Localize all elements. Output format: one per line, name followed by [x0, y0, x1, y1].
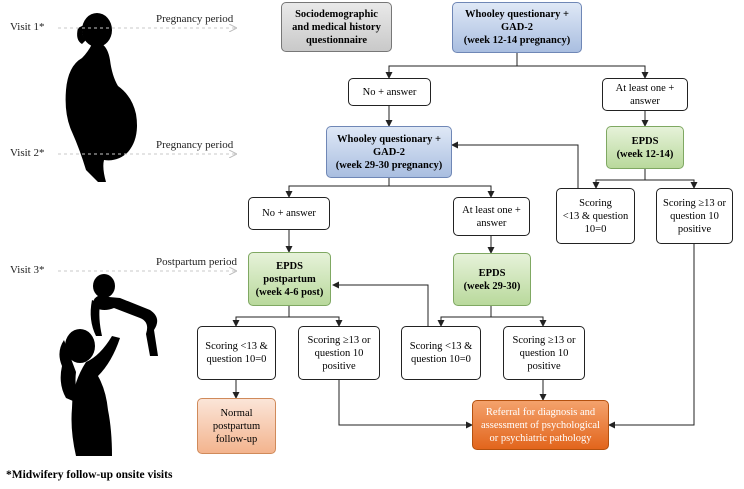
scoring-lt13-box-b: Scoring <13 & question 10=0 — [197, 326, 276, 380]
sociodemographic-questionnaire-box: Sociodemographic and medical history que… — [281, 2, 392, 52]
mother-baby-silhouette — [59, 274, 158, 456]
referral-diagnosis-box: Referral for diagnosis and assessment of… — [472, 400, 609, 450]
no-answer-box-2: No + answer — [248, 197, 330, 230]
at-least-one-answer-box-2: At least one + answer — [453, 197, 530, 236]
flow-arrows — [232, 53, 698, 429]
scoring-lt13-box-c: Scoring <13 & question 10=0 — [401, 326, 481, 380]
footnote: *Midwifery follow-up onsite visits — [6, 469, 173, 481]
normal-postpartum-followup-box: Normal postpartum follow-up — [197, 398, 276, 454]
visit-3-label: Visit 3* — [10, 264, 45, 276]
visit-2-label: Visit 2* — [10, 147, 45, 159]
whooley-gad2-week12-box: Whooley questionary + GAD-2 (week 12-14 … — [452, 2, 582, 53]
period-label-postpartum: Postpartum period — [156, 256, 237, 268]
scoring-ge13-box-a: Scoring ≥13 or question 10 positive — [656, 188, 733, 244]
no-answer-box-1: No + answer — [348, 78, 431, 106]
at-least-one-answer-box-1: At least one + answer — [602, 78, 688, 111]
scoring-ge13-box-c: Scoring ≥13 or question 10 positive — [503, 326, 585, 380]
scoring-ge13-box-b: Scoring ≥13 or question 10 positive — [298, 326, 380, 380]
pregnant-woman-silhouette — [65, 13, 137, 182]
visit-1-label: Visit 1* — [10, 21, 45, 33]
period-label-pregnancy-2: Pregnancy period — [156, 139, 234, 151]
epds-week29-box: EPDS (week 29-30) — [453, 253, 531, 306]
epds-postpartum-box: EPDS postpartum (week 4-6 post) — [248, 252, 331, 306]
scoring-lt13-box-a: Scoring <13 & question 10=0 — [556, 188, 635, 244]
period-label-pregnancy-1: Pregnancy period — [156, 13, 234, 25]
whooley-gad2-week29-box: Whooley questionary + GAD-2 (week 29-30 … — [326, 126, 452, 178]
epds-week12-box: EPDS (week 12-14) — [606, 126, 684, 169]
